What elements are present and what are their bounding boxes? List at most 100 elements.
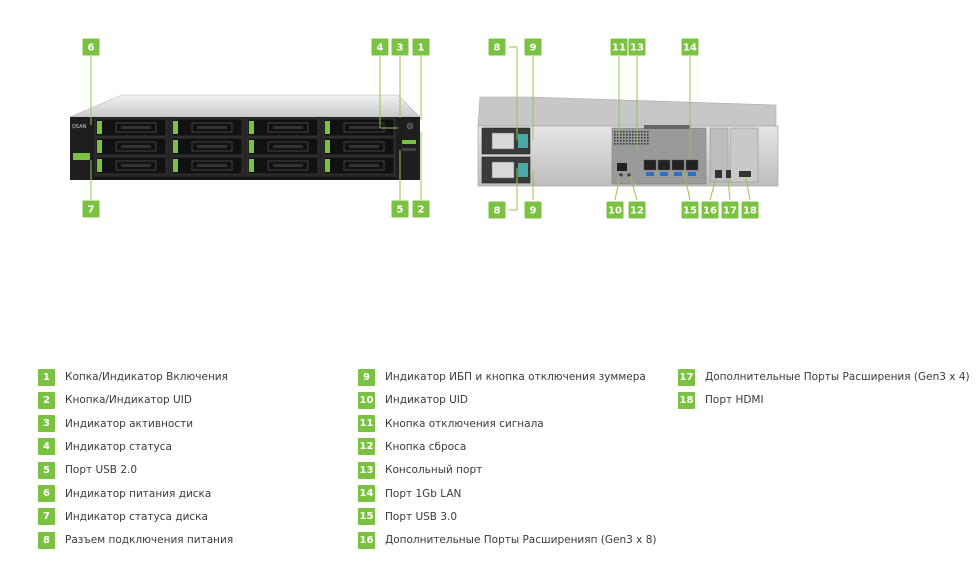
drive-bay[interactable]: [247, 137, 319, 156]
svg-text:1: 1: [418, 43, 425, 54]
drive-bay[interactable]: [247, 156, 319, 175]
drive-led: [97, 159, 102, 172]
legend-item: 14 Порт 1Gb LAN: [358, 485, 461, 503]
legend-item: 16 Дополнительные Порты Расширенияп (Gen3…: [358, 531, 656, 549]
drive-bays: [95, 118, 395, 175]
legend-badge: 15: [358, 508, 375, 526]
callout-badge: 15: [681, 201, 699, 219]
drive-bay[interactable]: [171, 137, 243, 156]
callout-badge: 2: [412, 200, 430, 218]
drive-bay[interactable]: [247, 118, 319, 137]
power-button[interactable]: [406, 122, 414, 130]
legend-badge: 5: [38, 461, 55, 479]
server-diagram: QSAN: [69, 38, 779, 219]
drive-handle: [191, 160, 233, 171]
legend-badge: 2: [38, 391, 55, 409]
drive-bay[interactable]: [171, 156, 243, 175]
drive-handle: [267, 160, 309, 171]
svg-text:8: 8: [494, 43, 501, 54]
drive-handle: [343, 160, 385, 171]
svg-text:17: 17: [723, 206, 737, 217]
drive-led: [249, 159, 254, 172]
svg-text:11: 11: [612, 43, 626, 54]
drive-led: [325, 121, 330, 134]
legend-label: Дополнительные Порты Расширенияп (Gen3 x…: [385, 534, 657, 547]
legend-badge: 14: [358, 485, 375, 502]
callout-badge: 18: [741, 201, 759, 219]
legend-item: 10 Индикатор UID: [358, 391, 468, 409]
console-port: [617, 163, 627, 171]
rear-view: [477, 46, 779, 211]
usb3-port: [646, 172, 654, 176]
power-connector-2: [491, 161, 515, 179]
legend-badge: 8: [38, 531, 55, 549]
callout-badge: 14: [681, 38, 699, 56]
lan-port: [685, 159, 699, 171]
psu-handle-2[interactable]: [518, 163, 528, 177]
drive-bay[interactable]: [323, 156, 395, 175]
legend-badge: 13: [358, 461, 375, 479]
hdmi-port: [739, 171, 751, 177]
legend-label: Индикатор ИБП и кнопка отключения зуммер…: [385, 371, 646, 383]
psu-handle-1[interactable]: [518, 134, 528, 148]
legend-item: 13 Консольный порт: [358, 461, 482, 479]
legend-label: Дополнительные Порты Расширения (Gen3 x …: [705, 371, 970, 383]
drive-bay[interactable]: [95, 137, 167, 156]
controller-handle[interactable]: [644, 125, 690, 129]
left-ear: [70, 117, 94, 180]
callout-badge: 13: [628, 38, 646, 56]
svg-text:13: 13: [630, 43, 644, 54]
legend-badge: 3: [38, 415, 55, 433]
front-green-trim: [73, 153, 90, 160]
power-supplies: [481, 127, 531, 184]
svg-text:2: 2: [418, 205, 425, 216]
rear-leader-lines: [509, 46, 751, 211]
svg-text:6: 6: [88, 43, 95, 54]
drive-led: [97, 121, 102, 134]
legend-label: Индикатор UID: [385, 394, 468, 407]
svg-text:18: 18: [743, 206, 757, 217]
usb3-port: [674, 172, 682, 176]
legend-label: Порт 1Gb LAN: [385, 487, 462, 500]
drive-bay[interactable]: [323, 137, 395, 156]
drive-handle: [191, 122, 233, 133]
drive-bay[interactable]: [95, 118, 167, 137]
usb-port-front: [402, 148, 416, 151]
legend-badge: 16: [358, 531, 375, 549]
svg-text:9: 9: [530, 43, 537, 54]
drive-led: [249, 121, 254, 134]
legend-label: Консольный порт: [385, 464, 483, 477]
callout-badge: 3: [391, 38, 409, 56]
mute-button[interactable]: [627, 173, 631, 177]
brand-logo: QSAN: [72, 124, 87, 130]
legend-badge: 10: [358, 391, 375, 409]
lan-ports: [617, 159, 699, 177]
legend-label: Кнопка отключения сигнала: [385, 417, 544, 430]
legend-badge: 1: [38, 368, 55, 386]
reset-button[interactable]: [619, 173, 623, 177]
lan-port: [643, 159, 657, 171]
drive-bay[interactable]: [171, 118, 243, 137]
svg-text:7: 7: [88, 205, 95, 216]
drive-handle: [267, 122, 309, 133]
callout-badge: 16: [701, 201, 719, 219]
legend-badge: 18: [678, 391, 695, 409]
svg-text:3: 3: [397, 43, 404, 54]
legend-label: Порт USB 3.0: [385, 510, 458, 523]
drive-led: [173, 140, 178, 153]
legend-label: Индикатор активности: [65, 417, 194, 430]
drive-handle: [191, 141, 233, 152]
front-leader-lines: [90, 56, 422, 200]
callout-badge: 8: [488, 201, 506, 219]
front-view: QSAN: [69, 56, 422, 200]
lan-port: [657, 159, 671, 171]
drive-bay[interactable]: [95, 156, 167, 175]
svg-text:12: 12: [630, 206, 644, 217]
